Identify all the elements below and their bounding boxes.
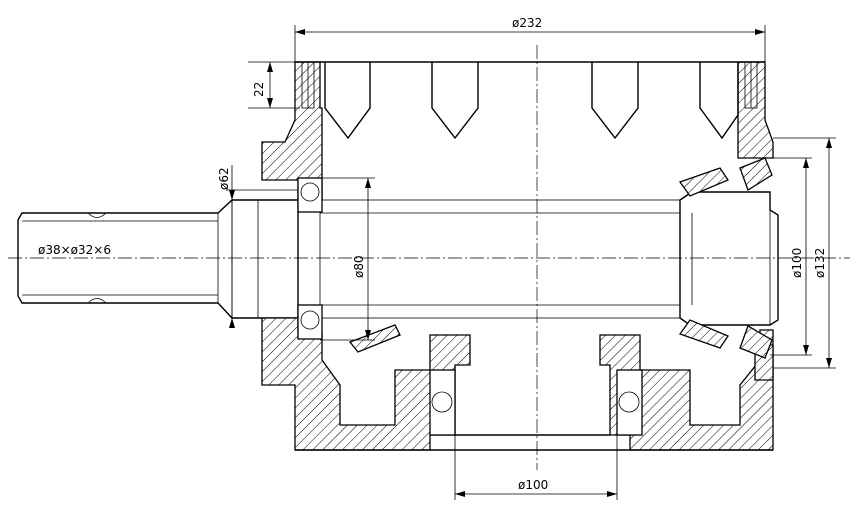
input-shaft [17, 199, 681, 319]
dimension-inner-shaft: ø80 [320, 177, 375, 341]
left-bearing [297, 177, 323, 340]
dimension-flange-height: 22 [248, 61, 300, 109]
gear-teeth [324, 62, 739, 140]
center-lines [8, 45, 850, 470]
lower-bearings [429, 369, 643, 436]
housing-body [261, 61, 774, 451]
dimension-inner-bore: ø100 [770, 157, 812, 356]
spline-label: ø38×ø32×6 [38, 243, 111, 257]
dimension-flange-label: 22 [252, 82, 266, 97]
dimension-overall-width: ø232 [294, 16, 766, 62]
dimension-outer-housing-label: ø132 [813, 248, 827, 278]
dimension-bottom-bore-label: ø100 [518, 478, 548, 492]
housing-outline [295, 61, 773, 451]
dimension-bottom-bore: ø100 [454, 435, 618, 500]
dimension-overall-width-label: ø232 [512, 16, 542, 30]
dimension-outer-housing: ø132 [773, 137, 836, 369]
right-tapered-bearing [348, 157, 779, 359]
dimension-inner-bore-label: ø100 [790, 248, 804, 278]
dimension-shaft-bearing-label: ø62 [217, 167, 231, 190]
dimension-inner-shaft-label: ø80 [352, 255, 366, 278]
dimension-shaft-bearing: ø62 [217, 165, 298, 328]
